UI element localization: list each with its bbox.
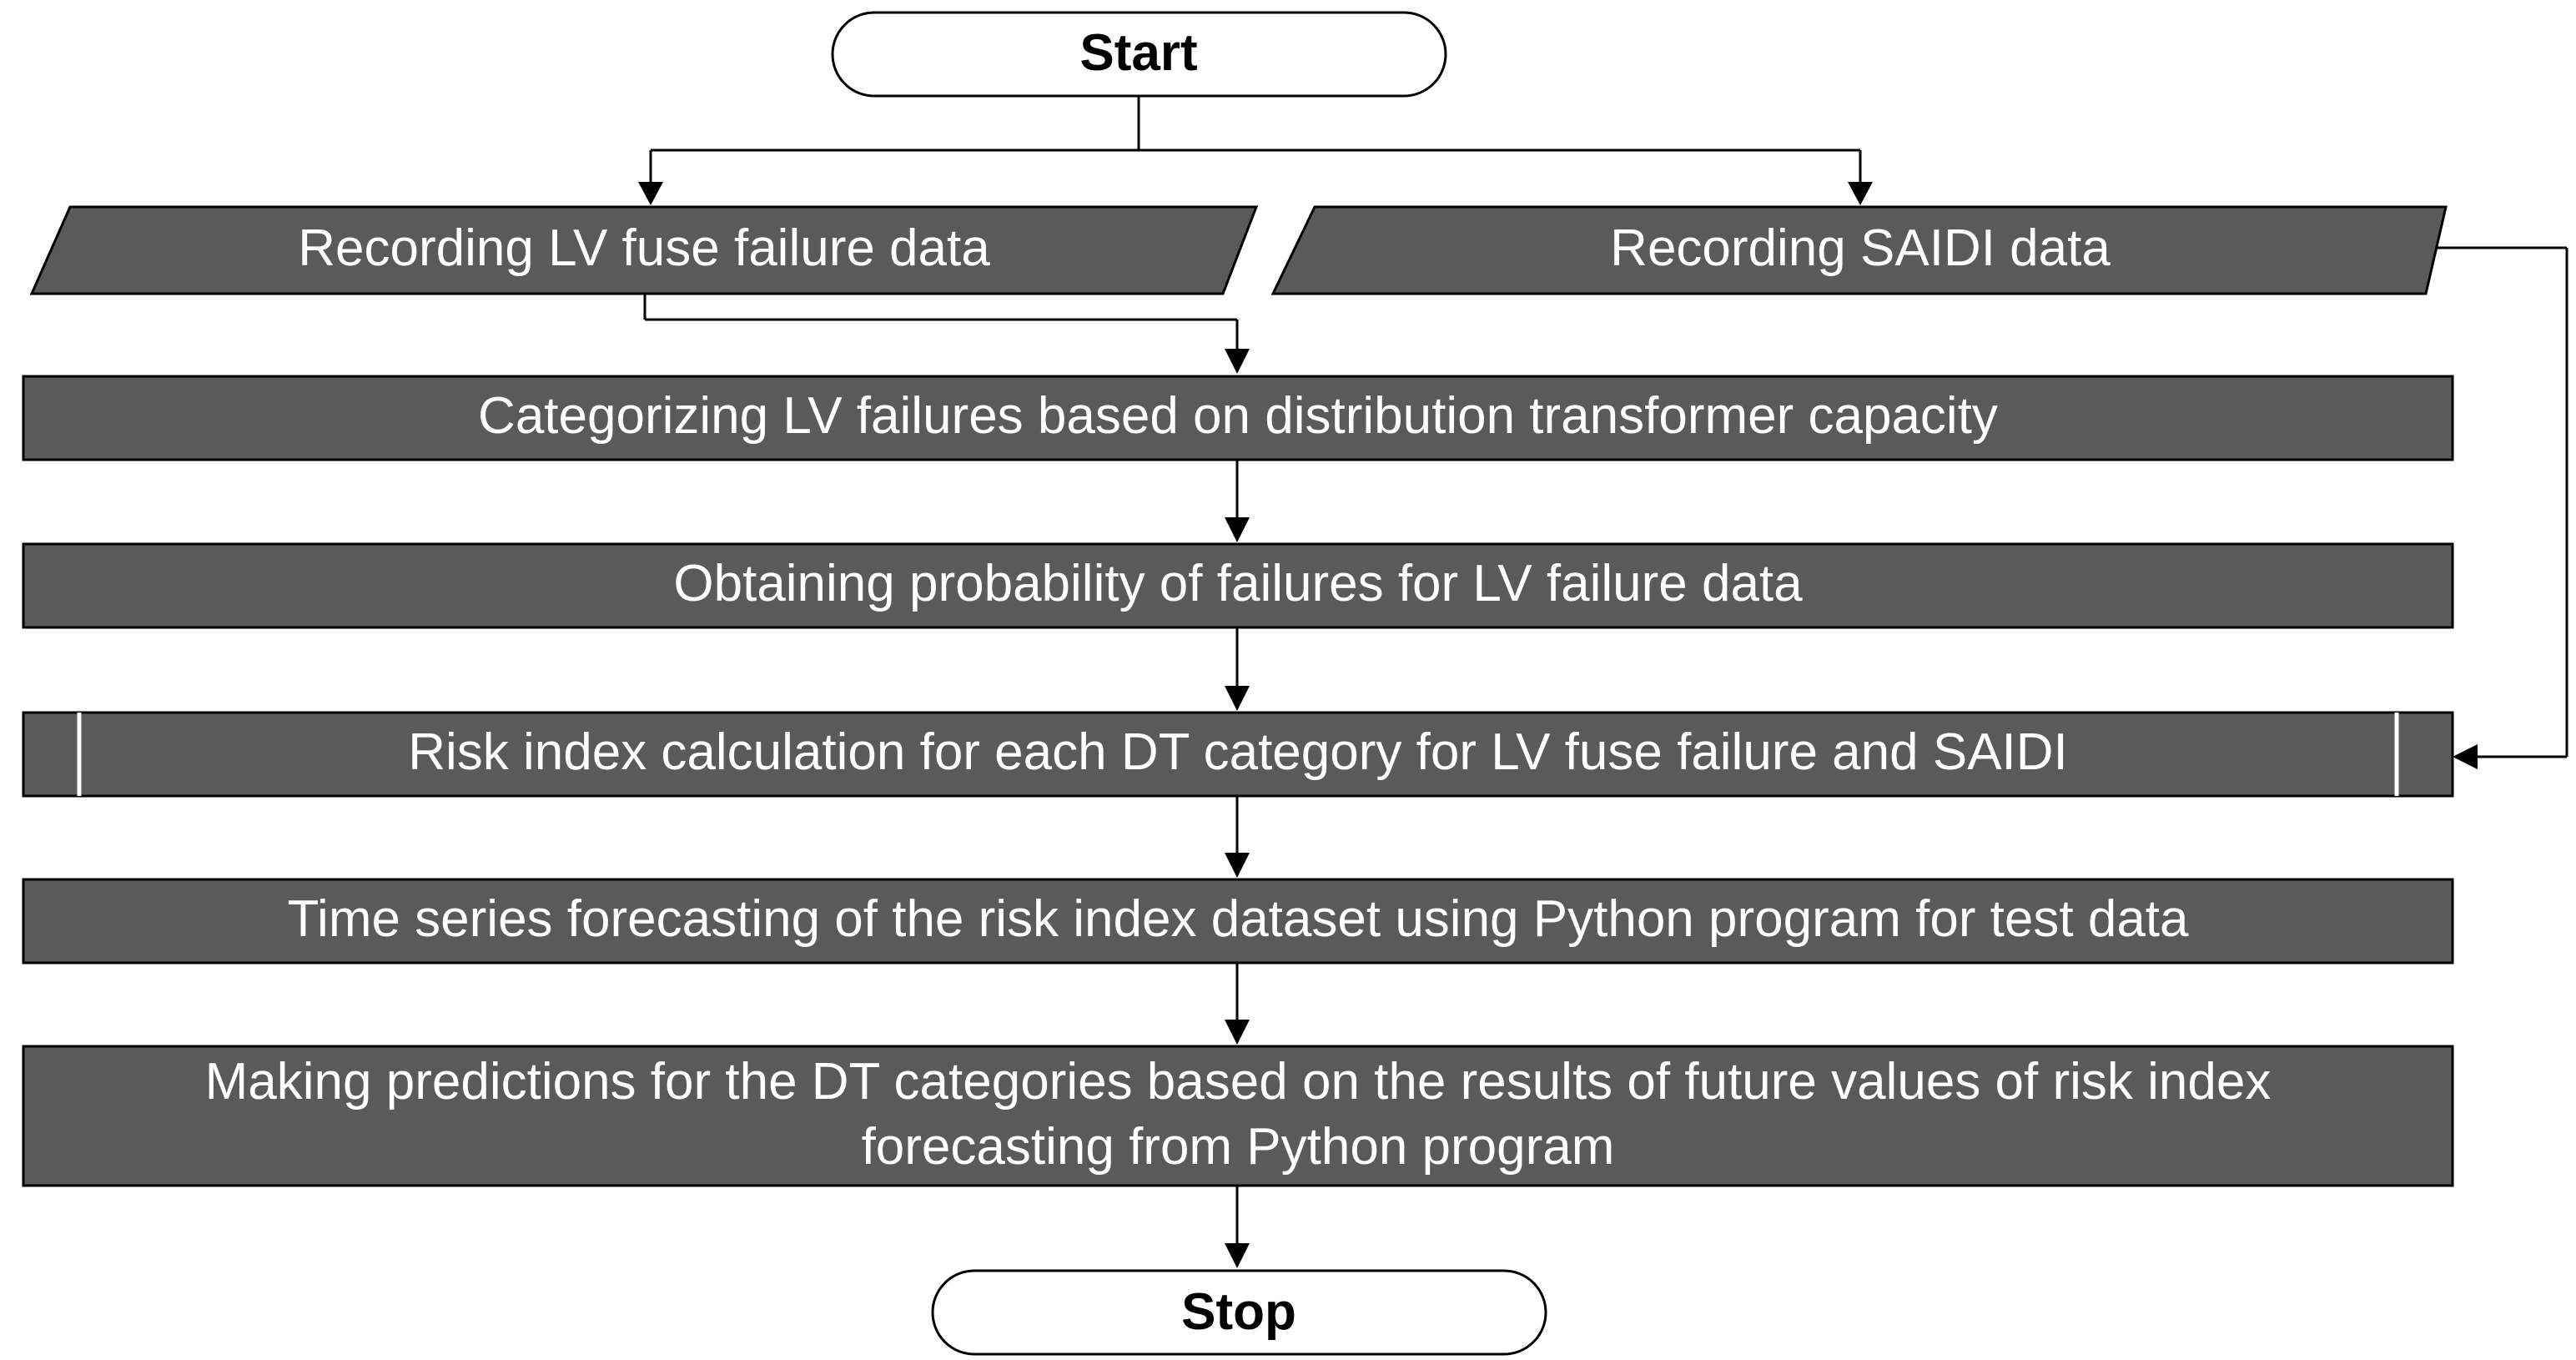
stop-label: Stop	[1181, 1283, 1296, 1341]
process-probability-label: Obtaining probability of failures for LV…	[673, 555, 1803, 612]
process-predict-label-line1: Making predictions for the DT categories…	[205, 1053, 2272, 1111]
arrow-to-risk-from-saidi	[2453, 744, 2478, 769]
process-forecast-shape	[22, 878, 2454, 965]
arrow-to-predict	[1225, 1020, 1250, 1045]
process-predict-shape	[22, 1045, 2454, 1187]
process-probability-shape	[22, 542, 2454, 629]
arrow-to-forecast	[1225, 853, 1250, 878]
arrow-to-lv-input	[638, 182, 663, 205]
start-shape	[831, 11, 1447, 98]
input-saidi: Recording SAIDI data	[1270, 205, 2448, 295]
process-forecast: Time series forecasting of the risk inde…	[22, 878, 2454, 965]
process-risk-shape	[22, 711, 2454, 798]
process-predict: Making predictions for the DT categories…	[22, 1045, 2454, 1187]
process-predict-label-line2: forecasting from Python program	[862, 1118, 1615, 1176]
stop-shape	[931, 1269, 1547, 1356]
input-saidi-label: Recording SAIDI data	[1610, 219, 2111, 277]
start-label: Start	[1079, 24, 1197, 82]
input-lv-shape	[29, 205, 1259, 295]
arrow-to-probability	[1225, 517, 1250, 542]
start-terminal: Start	[831, 11, 1447, 98]
arrow-to-saidi-input	[1848, 182, 1873, 205]
arrow-to-categorize	[1225, 349, 1250, 374]
process-risk-label: Risk index calculation for each DT categ…	[408, 723, 2068, 781]
process-categorize-shape	[22, 375, 2454, 461]
input-saidi-shape	[1270, 205, 2448, 295]
stop-terminal: Stop	[931, 1269, 1547, 1356]
process-probability: Obtaining probability of failures for LV…	[22, 542, 2454, 629]
input-lv-label: Recording LV fuse failure data	[298, 219, 990, 277]
input-lv-fuse: Recording LV fuse failure data	[29, 205, 1259, 295]
connectors	[638, 96, 2568, 1268]
process-risk-index: Risk index calculation for each DT categ…	[22, 711, 2454, 798]
process-categorize-label: Categorizing LV failures based on distri…	[478, 387, 1998, 445]
process-forecast-label: Time series forecasting of the risk inde…	[287, 890, 2189, 948]
process-categorize: Categorizing LV failures based on distri…	[22, 375, 2454, 461]
arrow-to-stop	[1225, 1243, 1250, 1268]
arrow-to-risk	[1225, 686, 1250, 711]
